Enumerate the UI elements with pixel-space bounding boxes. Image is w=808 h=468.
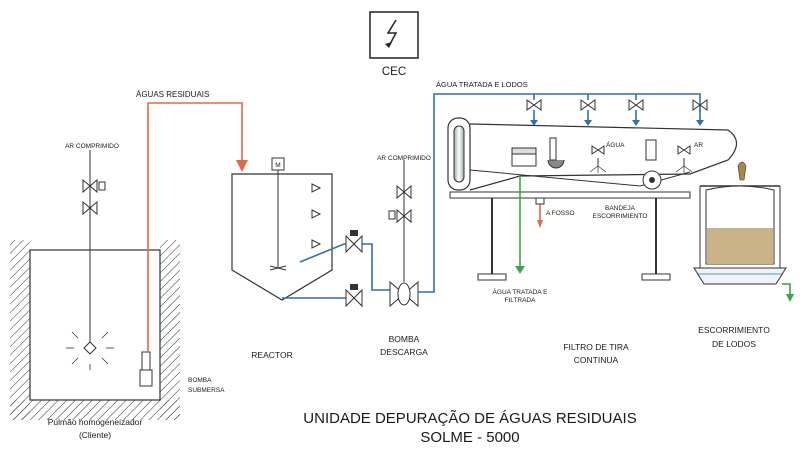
sludge-drainage-label-1: ESCORRIMIENTO	[698, 325, 770, 335]
water-nozzle-label: ÁGUA	[606, 140, 625, 149]
cec-control-panel: CEC	[369, 11, 419, 78]
reactor-valve-lower[interactable]	[345, 288, 363, 308]
drain-tray-label-1: BANDEJA	[605, 205, 636, 212]
air-compressed-label-mid: AR COMPRIMIDO	[377, 155, 431, 162]
homogenizer-label-2: (Cliente)	[79, 430, 111, 440]
pit-drain-label: A FOSSO	[546, 210, 575, 217]
drain-tray-label-2: ESCORRIMIENTO	[593, 213, 648, 220]
cec-label: CEC	[382, 66, 406, 78]
homogenizer-tank: AR COMPRIMIDO BOMBA SUBMERSA Pulmão homo…	[10, 143, 225, 440]
submersible-pump-label-1: BOMBA	[188, 377, 212, 384]
discharge-pump-label-2: DESCARGA	[380, 347, 428, 357]
reactor-outlet	[282, 230, 390, 308]
svg-text:M: M	[275, 162, 280, 169]
filtered-water-label-2: FILTRADA	[505, 297, 537, 304]
sludge-drainage-label-2: DE LODOS	[712, 339, 756, 349]
belt-filter-label-1: FILTRO DE TIRA	[563, 342, 629, 352]
submersible-pump-label-2: SUBMERSA	[188, 387, 225, 394]
belt-filter-label-2: CONTINUA	[574, 355, 619, 365]
air-valve-mid-2[interactable]	[396, 208, 412, 224]
sludge-drainage: ESCORRIMIENTO DE LODOS	[693, 161, 794, 349]
air-valve-left-1[interactable]	[82, 178, 98, 194]
air-compressed-label-left: AR COMPRIMIDO	[65, 143, 119, 150]
belt-filter: ÁGUA AR A FOSSO BANDEJA ESCORRIMIENTO ÁG…	[447, 117, 738, 365]
homogenizer-label-1: Pulmão homogeneizador	[48, 417, 143, 427]
discharge-pump-label-1: BOMBA	[389, 334, 420, 344]
reactor-label: REACTOR	[251, 350, 292, 360]
diagram-title: UNIDADE DEPURAÇÃO DE ÁGUAS RESIDUAIS	[303, 410, 636, 427]
wastewater-line: ÁGUAS RESIDUAIS	[136, 90, 248, 352]
diagram-subtitle: SOLME - 5000	[420, 429, 519, 446]
discharge-pump: AR COMPRIMIDO BOMBA DESCARGA	[377, 155, 431, 357]
air-nozzle-label: AR	[694, 142, 703, 149]
air-valve-left-2[interactable]	[82, 200, 98, 216]
wastewater-label: ÁGUAS RESIDUAIS	[136, 90, 209, 99]
reactor: M REACTOR	[231, 157, 333, 360]
filtered-water-label-1: ÁGUA TRATADA E	[493, 287, 549, 296]
treated-water-line: ÁGUA TRATADA E LODOS	[418, 80, 708, 293]
spray-valves	[526, 94, 708, 126]
treated-water-sludge-label: ÁGUA TRATADA E LODOS	[436, 80, 528, 89]
lightning-icon	[385, 42, 392, 48]
reactor-valve-upper[interactable]	[345, 234, 363, 254]
air-valve-mid-1[interactable]	[396, 184, 412, 200]
submersible-pump	[139, 369, 153, 387]
